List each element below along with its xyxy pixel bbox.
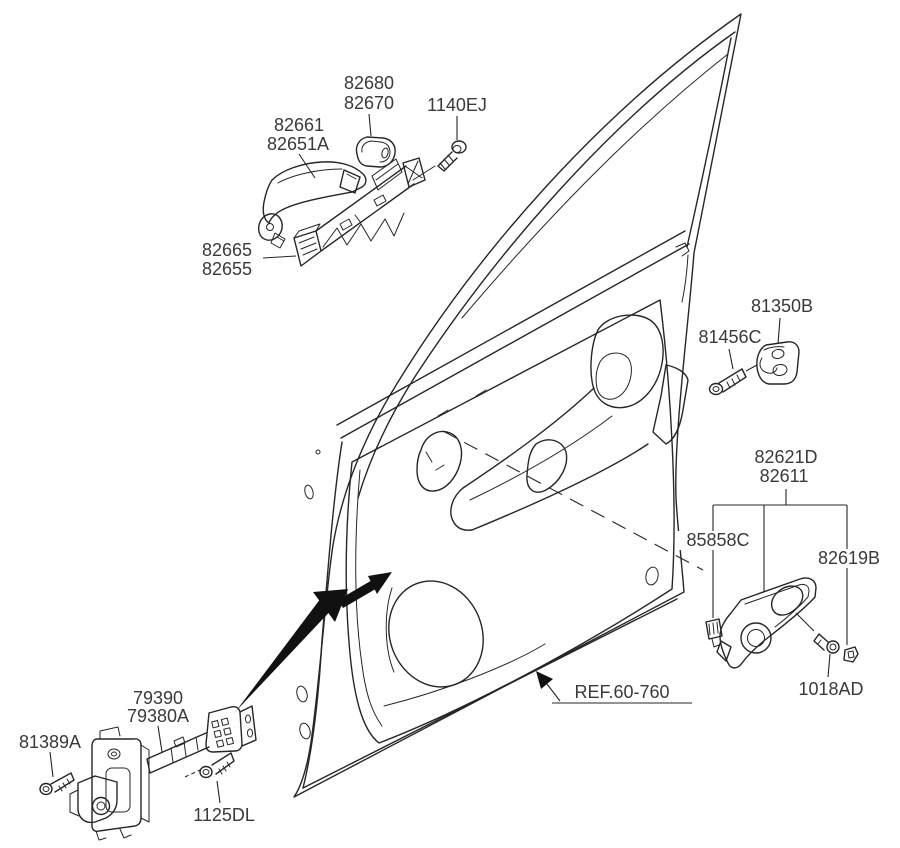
leader-lines — [49, 113, 831, 804]
label-82655: 82655 — [202, 259, 252, 279]
label-81350b: 81350B — [751, 296, 813, 316]
label-1125dl: 1125DL — [193, 805, 255, 825]
label-1140ej: 1140EJ — [427, 95, 487, 115]
label-82621d: 82621D — [754, 447, 817, 467]
label-81456c: 81456C — [698, 327, 761, 347]
direction-arrow — [233, 572, 392, 715]
label-82680: 82680 — [344, 73, 394, 93]
label-79390: 79390 — [133, 688, 183, 708]
dashed-leader-85858c — [442, 430, 704, 571]
bolt-81389a-drawing — [39, 772, 75, 796]
bolt-1140ej-drawing — [437, 140, 467, 172]
outside-handle-assembly-drawing — [257, 136, 467, 267]
label-82661: 82661 — [274, 115, 324, 135]
bolt-1125dl-drawing — [199, 752, 235, 779]
label-82670: 82670 — [344, 93, 394, 113]
label-79380a: 79380A — [127, 706, 189, 726]
striker-assembly-drawing — [708, 341, 800, 396]
bolt-1018ad-drawing — [813, 633, 840, 654]
label-82665: 82665 — [202, 240, 252, 260]
part-labels: 82680 82670 1140EJ 82661 82651A 82665 82… — [19, 73, 890, 825]
cap-82619b-drawing — [843, 646, 859, 663]
label-82651a: 82651A — [267, 134, 329, 154]
label-1018ad: 1018AD — [798, 679, 863, 699]
label-ref-60-760: REF.60-760 — [574, 682, 669, 702]
door-trim-panel-drawing — [345, 299, 689, 744]
ref-callout-arrow — [536, 671, 692, 704]
label-82611: 82611 — [760, 466, 809, 486]
label-82619b: 82619B — [818, 548, 880, 568]
inside-handle-housing-drawing — [705, 489, 859, 669]
label-81389a: 81389A — [19, 732, 81, 752]
door-checker-assembly-drawing — [39, 705, 257, 841]
label-85858c: 85858C — [686, 530, 749, 550]
